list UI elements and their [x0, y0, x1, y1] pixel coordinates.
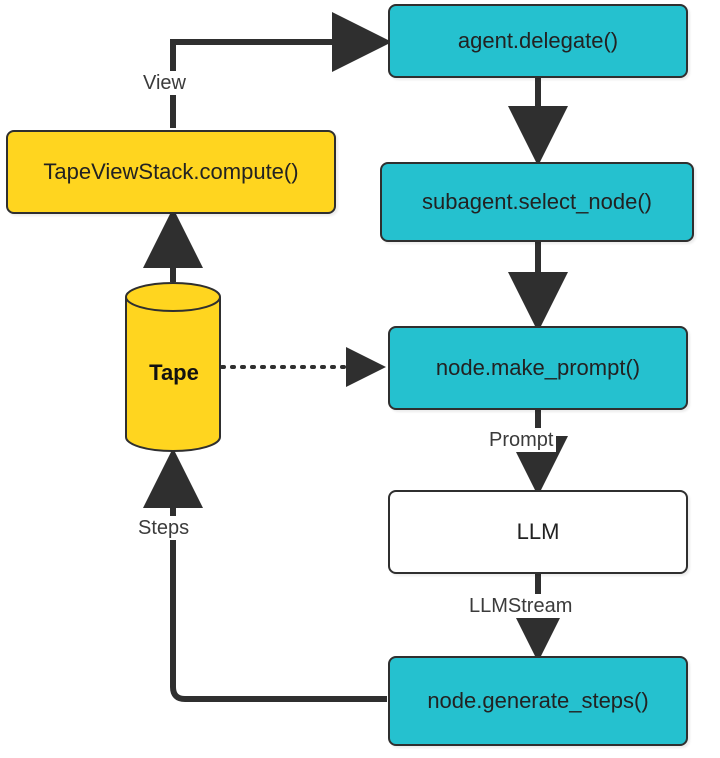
node-make-prompt-node: node.make_prompt(): [388, 326, 688, 410]
tapeviewstack-label: TapeViewStack.compute(): [43, 158, 299, 184]
tapeviewstack-node: TapeViewStack.compute(): [6, 130, 336, 214]
node-generate-steps-node: node.generate_steps(): [388, 656, 688, 746]
view-edge-line: [170, 12, 392, 128]
subagent-select-label: subagent.select_node(): [422, 188, 652, 214]
steps-edge-line: [143, 448, 387, 702]
llm-label: LLM: [516, 518, 560, 544]
agent-delegate-node: agent.delegate(): [388, 4, 688, 78]
agent-delegate-label: agent.delegate(): [457, 27, 619, 53]
llm-node: LLM: [388, 490, 688, 574]
tape-cylinder-shape: [125, 282, 221, 452]
subagent-select-node: subagent.select_node(): [380, 162, 694, 242]
node-generate-steps-label: node.generate_steps(): [427, 687, 649, 713]
tape-label: Tape: [149, 360, 199, 385]
prompt-edge-label: Prompt: [486, 428, 557, 452]
llmstream-edge-label: LLMStream: [466, 594, 576, 618]
node-make-prompt-label: node.make_prompt(): [435, 354, 641, 380]
view-edge-label: View: [140, 71, 189, 95]
steps-edge-label: Steps: [135, 516, 193, 540]
